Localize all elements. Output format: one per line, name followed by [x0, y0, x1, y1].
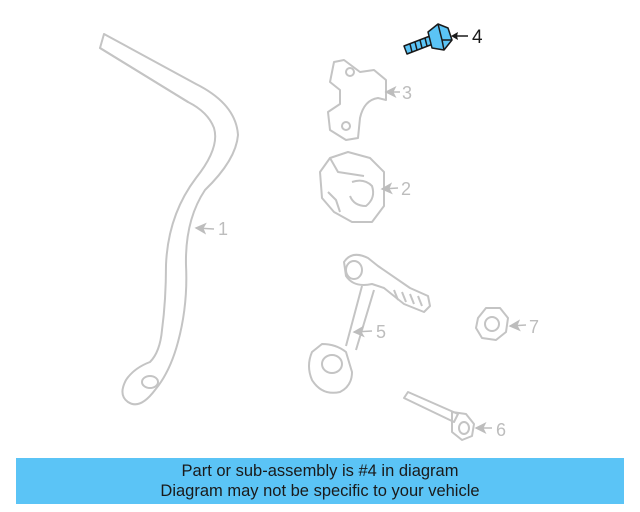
callout-4: 4 — [472, 27, 483, 48]
long-bolt-part[interactable] — [403, 391, 475, 441]
bracket-part[interactable] — [327, 59, 387, 141]
callout-5: 5 — [376, 322, 386, 342]
callout-7: 7 — [529, 317, 539, 337]
leader-line-highlighted — [451, 32, 468, 40]
nut-part[interactable] — [475, 307, 509, 341]
bolt-part-highlighted[interactable] — [403, 23, 453, 55]
banner-line-1: Part or sub-assembly is #4 in diagram — [181, 462, 459, 480]
callout-3: 3 — [402, 83, 412, 103]
stabilizer-bar-part[interactable] — [99, 33, 239, 406]
callout-6: 6 — [496, 420, 506, 440]
bushing-part[interactable] — [319, 151, 385, 223]
callout-2: 2 — [401, 179, 411, 199]
leader-lines — [194, 86, 527, 434]
parts-diagram: 1 2 3 4 5 6 7 — [99, 23, 539, 441]
info-banner: Part or sub-assembly is #4 in diagram Di… — [16, 458, 624, 504]
stabilizer-link-part[interactable] — [308, 253, 431, 394]
callout-1: 1 — [218, 219, 228, 239]
banner-line-2: Diagram may not be specific to your vehi… — [160, 482, 480, 500]
